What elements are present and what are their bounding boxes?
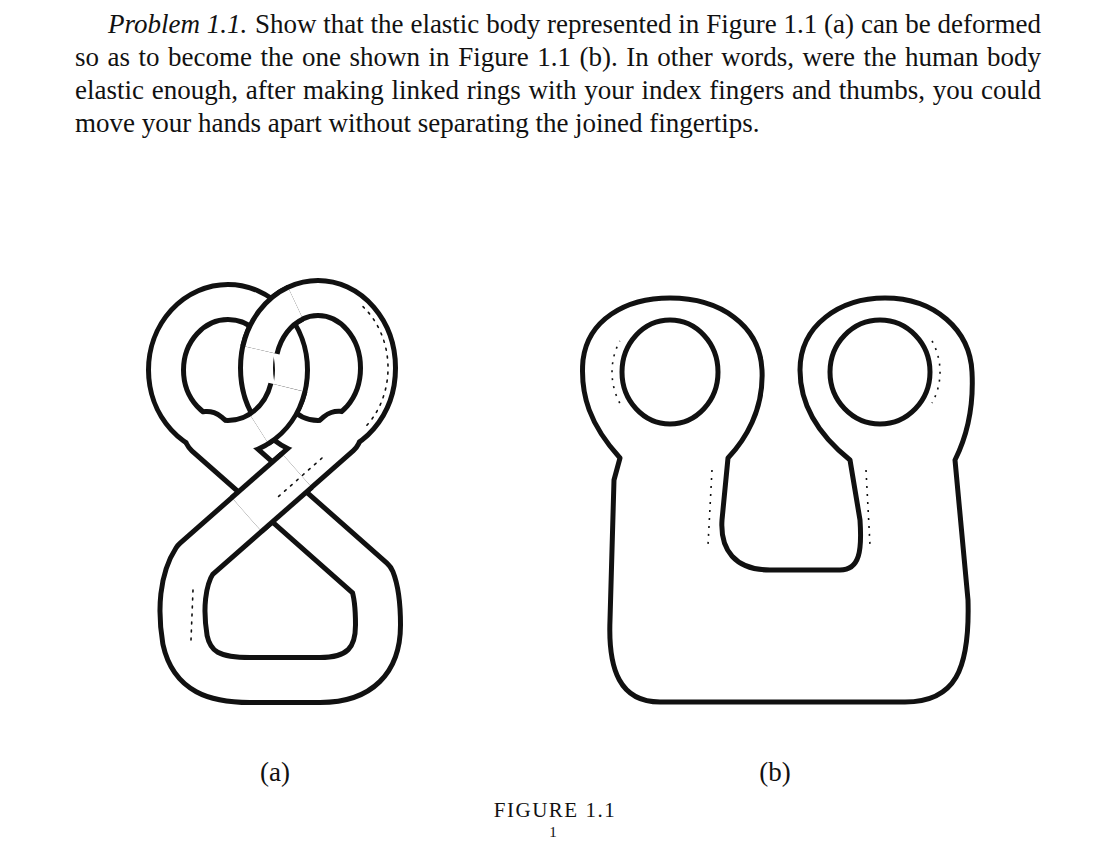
figure-stroke	[622, 320, 718, 424]
figure-stroke	[182, 434, 378, 680]
figure-a-fill	[166, 298, 378, 680]
figure-stroke	[363, 307, 388, 430]
figure-stroke	[182, 434, 378, 680]
subfigure-label: (a)	[260, 757, 290, 788]
figure-stroke	[866, 470, 870, 545]
figure-stroke	[582, 298, 972, 702]
figure-stroke	[258, 298, 378, 438]
page-number: 1	[549, 824, 557, 841]
problem-paragraph: Problem 1.1.Show that the elastic body r…	[75, 8, 1041, 140]
figure-stroke	[932, 341, 940, 403]
figure-caption: FIGURE 1.1	[494, 798, 616, 823]
figure-stroke	[191, 590, 193, 640]
figure-a	[166, 298, 388, 680]
figure-a-shading	[191, 307, 388, 640]
figure-stroke	[247, 470, 297, 514]
figure-b	[582, 298, 972, 702]
figure-stroke	[278, 458, 322, 497]
figure-stroke	[260, 303, 296, 350]
figure-stroke	[247, 470, 297, 514]
figure-a-outline	[166, 298, 378, 680]
figure-a-crossings	[247, 303, 297, 514]
figure-stroke	[708, 470, 712, 545]
figure-stroke	[830, 320, 930, 424]
problem-number: Problem 1.1.	[108, 9, 247, 39]
figure-b-shading	[612, 341, 940, 545]
figure-stroke	[259, 388, 288, 429]
figure-stroke	[259, 388, 288, 429]
figure-stroke	[260, 303, 296, 350]
figure-stroke	[612, 341, 620, 403]
subfigure-label: (b)	[759, 757, 790, 788]
